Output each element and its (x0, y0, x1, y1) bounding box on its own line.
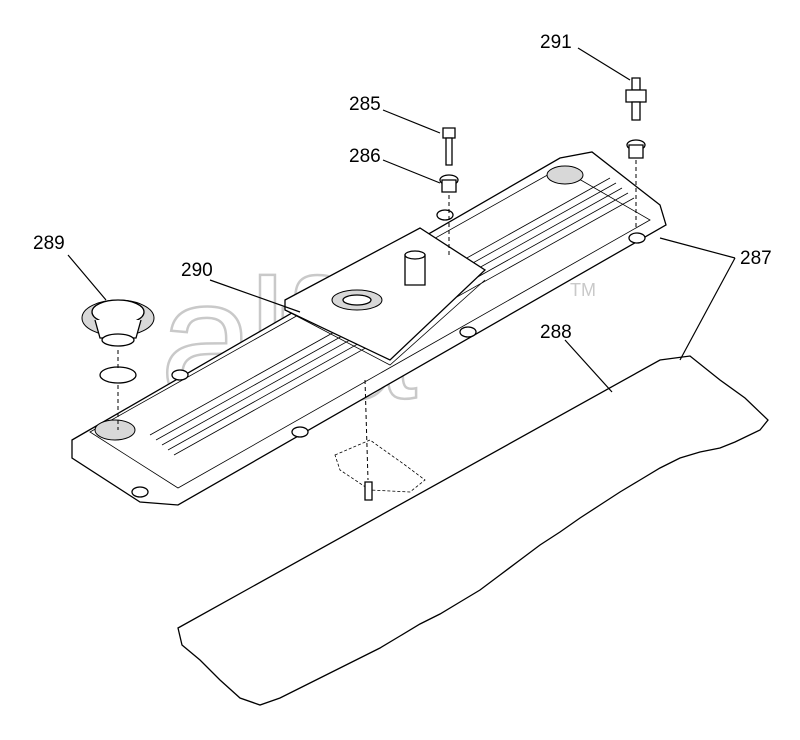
fastener-285-286 (439, 127, 459, 255)
oil-filler-cap (81, 299, 155, 430)
callout-labels: 285 286 287 288 289 290 291 (33, 32, 772, 343)
callout-285: 285 (349, 94, 381, 115)
watermark-tm: TM (570, 280, 596, 300)
valve-cover (71, 151, 667, 506)
callout-289: 289 (33, 233, 65, 254)
callout-291: 291 (540, 32, 572, 53)
callout-288: 288 (540, 322, 572, 343)
leader-lines (67, 47, 736, 393)
breather-plate (334, 379, 426, 501)
callout-286: 286 (349, 146, 381, 167)
valve-cover-gasket (177, 355, 769, 706)
callout-290: 290 (181, 260, 213, 281)
callout-287: 287 (740, 248, 772, 269)
stud-291 (625, 77, 647, 230)
